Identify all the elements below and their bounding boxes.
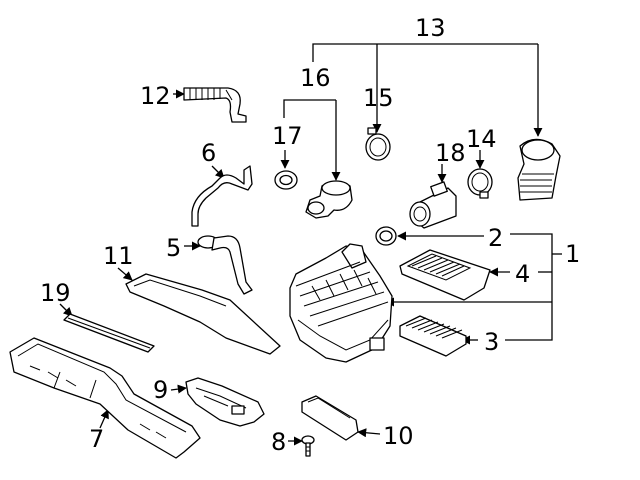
- part-5-intake-pipe: [197, 235, 253, 295]
- callout-5: 5: [166, 234, 181, 262]
- callout-12: 12: [140, 82, 171, 110]
- callout-2: 2: [488, 224, 503, 252]
- part-6-vent-tube: [191, 165, 253, 227]
- callout-11: 11: [103, 242, 134, 270]
- part-3-air-filter: [399, 315, 467, 357]
- callout-8: 8: [271, 428, 286, 456]
- callout-labels: 13 16 15 17 14 18 12 6 5 11 19 7 9 8 10 …: [40, 14, 580, 456]
- callout-6: 6: [201, 139, 216, 167]
- part-1-air-cleaner-assembly: [289, 243, 393, 363]
- part-4-filter-housing-cover: [399, 249, 491, 301]
- part-15-clamp: [365, 127, 391, 161]
- callout-15: 15: [363, 84, 394, 112]
- callout-7: 7: [89, 425, 104, 453]
- callout-4: 4: [515, 260, 530, 288]
- part-10-intake-duct: [301, 395, 359, 441]
- callout-9: 9: [153, 376, 168, 404]
- part-16-elbow: [305, 180, 353, 219]
- part-12-breather-hose: [183, 87, 247, 123]
- callout-19: 19: [40, 279, 71, 307]
- leader-lines: [59, 43, 562, 446]
- part-11-cover-panel: [125, 273, 281, 355]
- callout-16: 16: [300, 64, 331, 92]
- part-18-maf-sensor: [409, 181, 457, 229]
- part-13-intake-hose: [517, 138, 561, 201]
- callout-3: 3: [484, 328, 499, 356]
- callout-17: 17: [272, 122, 303, 150]
- part-17-gasket: [274, 170, 298, 190]
- callout-18: 18: [435, 139, 466, 167]
- callout-1: 1: [565, 240, 580, 268]
- part-7-air-duct: [9, 337, 201, 459]
- part-9-bracket: [185, 377, 265, 427]
- part-2-seal: [375, 226, 397, 246]
- part-8-bolt: [301, 435, 315, 457]
- callout-10: 10: [383, 422, 414, 450]
- callout-13: 13: [415, 14, 446, 42]
- part-14-clamp: [467, 168, 493, 199]
- part-19-seal-strip: [63, 313, 155, 353]
- callout-14: 14: [466, 125, 497, 153]
